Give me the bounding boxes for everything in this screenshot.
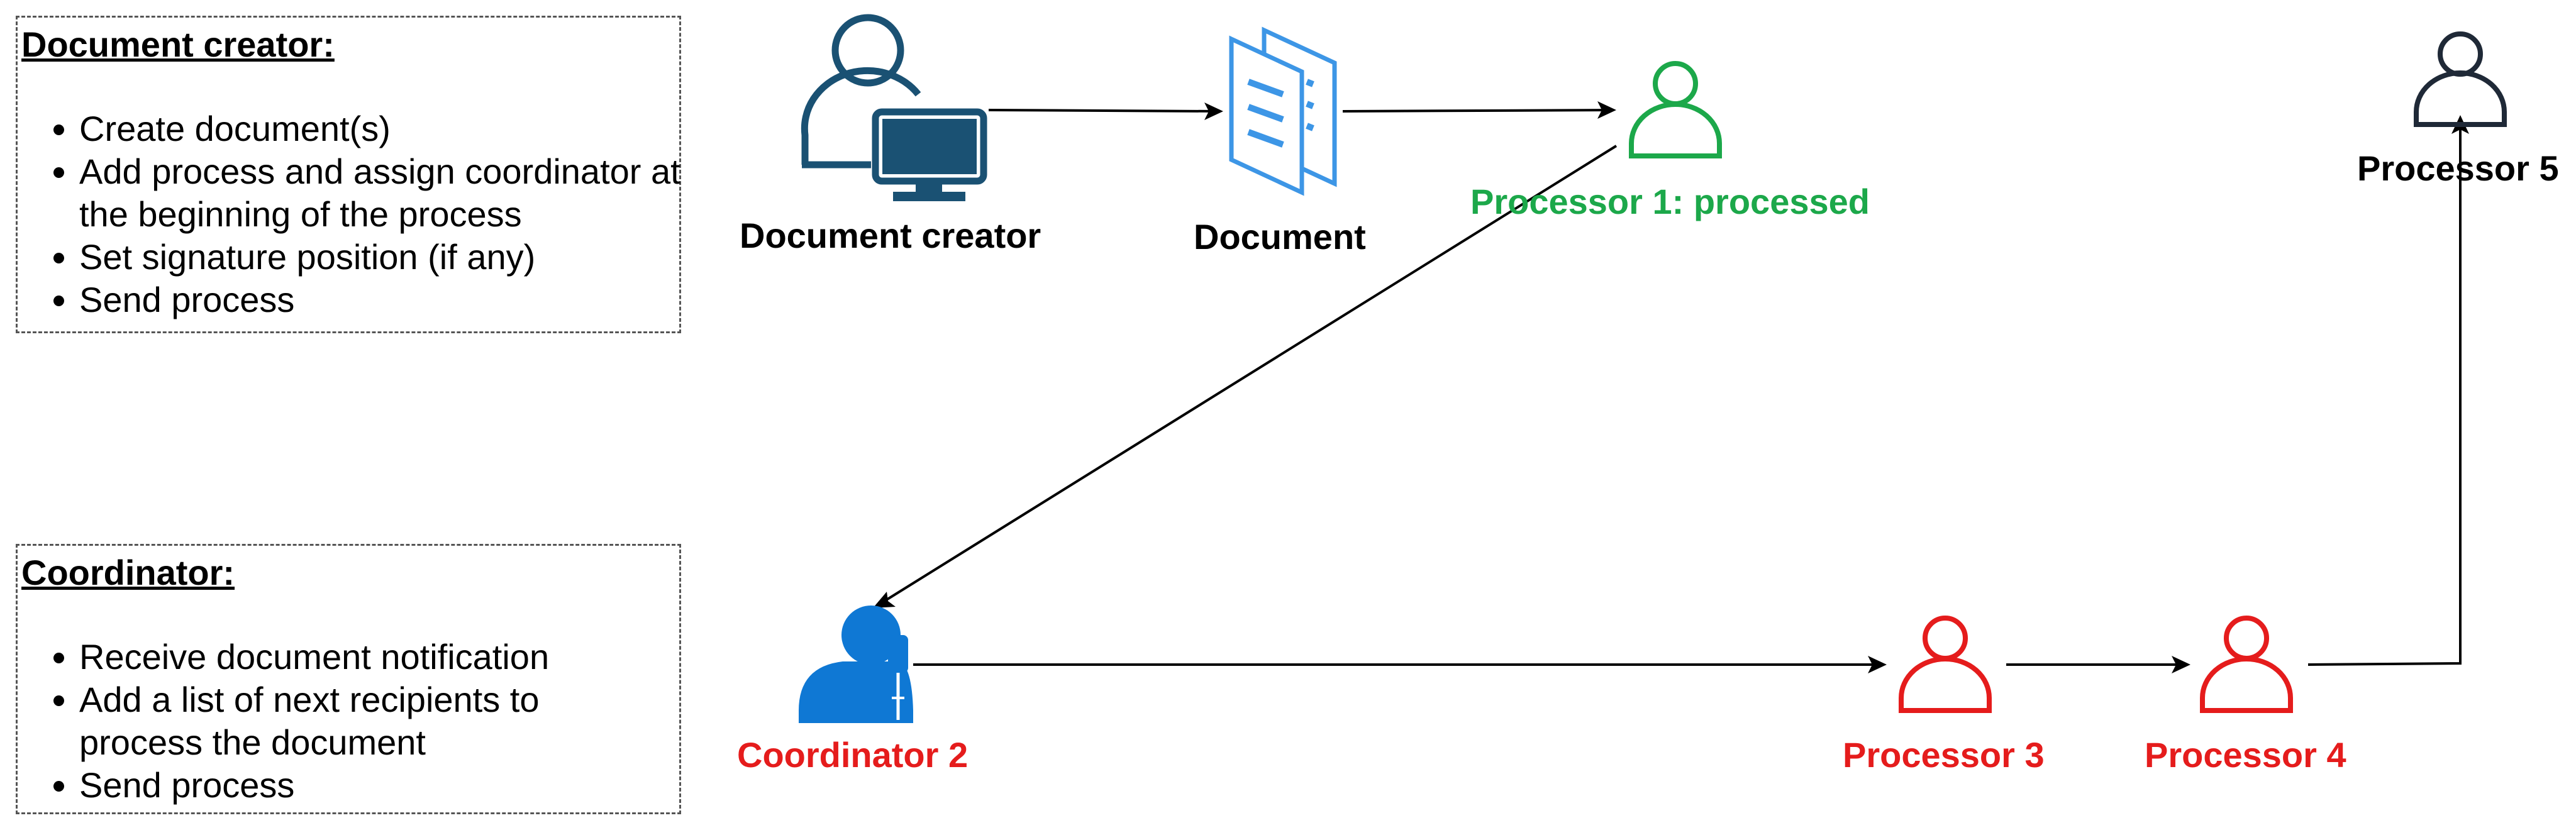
user-icon [1629, 61, 1722, 158]
creator-note-title: Document creator: [21, 25, 335, 64]
user-icon [2200, 616, 2293, 713]
creator-note-item: Add process and assign coordinator at th… [79, 150, 733, 236]
arrow-processor4-to-processor5 [2307, 118, 2462, 666]
coordinator-note-item: Add a list of next recipients to process… [79, 678, 645, 764]
arrowhead-coordinator2 [873, 592, 896, 608]
creator-note-item: Create document(s) [79, 108, 733, 150]
coordinator-note-item: Receive document notification [79, 636, 645, 678]
processor-4-label: Processor 4 [2145, 735, 2346, 775]
coordinator-note: Coordinator: Receive document notificati… [16, 544, 681, 814]
processor-5-label: Processor 5 [2357, 148, 2559, 188]
support-agent-icon [799, 606, 913, 723]
document-creator-label: Document creator [740, 216, 1041, 255]
creator-note-item: Send process [79, 279, 733, 321]
user-icon [1899, 616, 1992, 713]
creator-note: Document creator: Create document(s) Add… [16, 16, 681, 333]
arrow-heads [873, 101, 2469, 673]
coordinator-note-list: Receive document notification Add a list… [18, 636, 645, 807]
coordinator-note-title: Coordinator: [21, 553, 235, 592]
arrowhead-processor3 [1868, 656, 1887, 673]
processor-1-label: Processor 1: processed [1470, 182, 1870, 221]
coordinator-note-item: Send process [79, 764, 645, 807]
document-stack-icon [1229, 26, 1337, 196]
creator-note-list: Create document(s) Add process and assig… [18, 108, 733, 321]
arrow-creator-to-document [988, 108, 1221, 114]
processor-3-label: Processor 3 [1843, 735, 2045, 775]
arrow-document-to-processor1 [1342, 109, 1614, 113]
document-label: Document [1194, 217, 1366, 257]
arrowhead-document [1204, 102, 1223, 120]
arrowhead-processor4 [2172, 656, 2190, 673]
computer-user-icon [801, 14, 987, 201]
arrowhead-processor1 [1597, 101, 1616, 119]
flow-arrows [876, 108, 2462, 666]
arrow-processor1-to-coordinator2 [876, 145, 1618, 607]
coordinator-2-label: Coordinator 2 [737, 735, 969, 775]
user-icon [2414, 31, 2507, 127]
creator-note-item: Set signature position (if any) [79, 236, 733, 279]
